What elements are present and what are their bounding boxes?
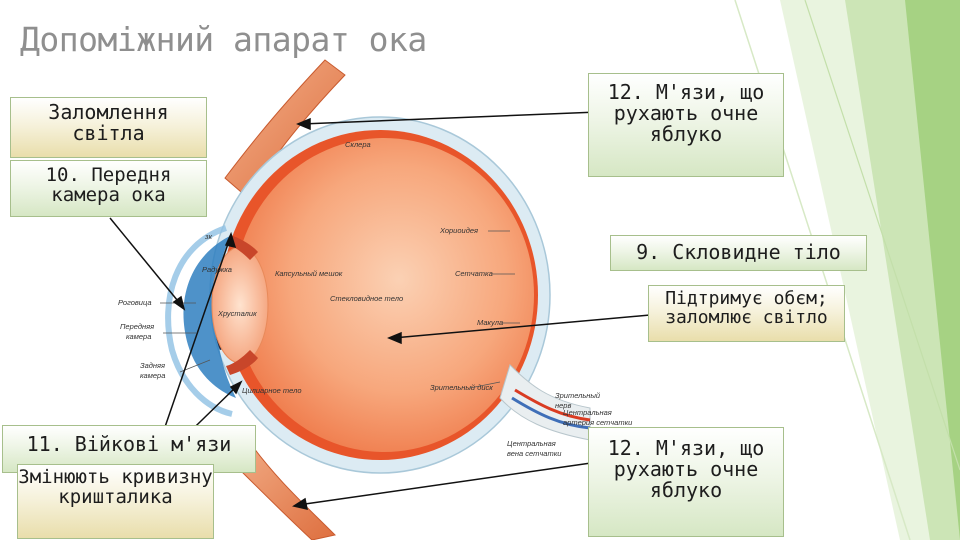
eye-label-cornea: Роговица [118, 298, 152, 307]
eye-label-anterior-1: Передняя [120, 322, 154, 331]
label-ciliary-function: Змінюють кривизну кришталика [17, 464, 214, 539]
eye-label-optic-disc: Зрительный диск [430, 383, 493, 392]
eye-label-fragment: зк [204, 232, 212, 241]
eye-label-optic-nerve-1: Зрительный [555, 391, 601, 400]
label-muscles-top: 12. М'язи, що рухають очне яблуко [588, 73, 784, 177]
eye-label-vein-1: Центральная [507, 439, 556, 448]
label-vitreous: 9. Скловидне тіло [610, 235, 867, 271]
eye-label-retina: Сетчатка [455, 269, 493, 278]
eye-diagram: Склера Хориоидея Сетчатка Капсульный меш… [118, 59, 633, 540]
decorative-green-shapes [734, 0, 960, 540]
eye-label-macula: Макула [477, 318, 503, 327]
eye-label-iris: Радужка [202, 265, 232, 274]
label-vitreous-function: Підтримує обєм; заломлює світло [648, 285, 845, 342]
eye-label-optic-nerve-2: нерв [555, 401, 571, 410]
pointer-arrows [109, 111, 651, 510]
label-anterior-chamber: 10. Передня камера ока [10, 160, 207, 217]
eye-label-artery-2: артерия сетчатки [563, 418, 633, 427]
eye-label-capsule: Капсульный мешок [275, 269, 343, 278]
eye-label-choroid: Хориоидея [439, 226, 478, 235]
label-muscles-bottom: 12. М'язи, що рухають очне яблуко [588, 427, 784, 537]
eye-label-posterior-2: камера [140, 371, 165, 380]
eye-label-anterior-2: камера [126, 332, 151, 341]
label-refraction: Заломлення світла [10, 97, 207, 158]
eye-label-ciliary: Цилиарное тело [242, 386, 302, 395]
vitreous-body [234, 138, 534, 452]
eye-label-artery-1: Центральная [563, 408, 612, 417]
eye-label-vitreous: Стекловидное тело [330, 294, 403, 303]
eye-label-sclera: Склера [345, 140, 371, 149]
eye-label-posterior-1: Задняя [140, 361, 165, 370]
optic-nerve [499, 364, 591, 441]
eye-label-vein-2: вена сетчатки [507, 449, 562, 458]
eye-label-lens: Хрусталик [217, 309, 257, 318]
page-title: Допоміжний апарат ока [20, 20, 427, 59]
cornea [183, 235, 236, 398]
